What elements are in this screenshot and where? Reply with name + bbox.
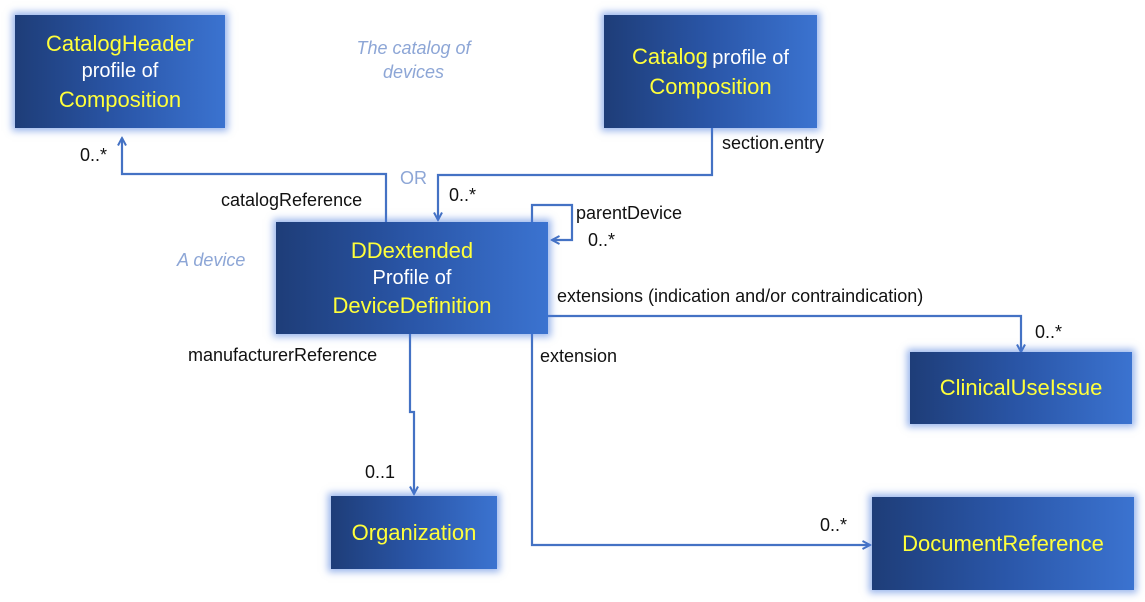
catalog-of-devices-note-line2: devices	[382, 62, 445, 83]
catalog-base: Composition	[649, 73, 772, 99]
catalog-title-line: Catalog profile of	[632, 42, 789, 71]
catalog-reference-label: catalogReference	[221, 190, 363, 210]
catalog-reference-connector	[122, 138, 388, 222]
extension-connector	[530, 334, 870, 545]
clinical-use-issue-name: ClinicalUseIssue	[939, 375, 1103, 401]
ddextended-relation: Profile of	[372, 266, 452, 289]
catalog-box: Catalog profile of Composition	[604, 15, 817, 128]
clinical-use-issue-box: ClinicalUseIssue	[910, 352, 1132, 424]
parent-device-connector	[530, 203, 574, 240]
manufacturer-reference-connector	[408, 334, 414, 494]
ddextended-name: DDextended	[350, 237, 474, 263]
catalog-header-name: CatalogHeader	[46, 31, 194, 57]
ddextended-base: DeviceDefinition	[332, 293, 492, 319]
catalog-header-base: Composition	[58, 86, 182, 112]
or-note: OR	[400, 168, 427, 188]
organization-name: Organization	[351, 519, 477, 545]
organization-box: Organization	[331, 496, 497, 569]
section-entry-connector	[438, 128, 714, 220]
catalog-header-relation: profile of	[81, 60, 159, 83]
catalog-relation: profile of	[712, 47, 789, 70]
manufacturer-reference-label: manufacturerReference	[188, 345, 378, 365]
parent-device-label: parentDevice	[576, 203, 683, 223]
catalog-header-box: CatalogHeader profile of Composition	[15, 15, 225, 128]
clinical-use-issue-cardinality: 0..*	[1035, 322, 1063, 342]
document-reference-cardinality: 0..*	[820, 515, 848, 535]
catalog-name: Catalog	[631, 44, 708, 70]
document-reference-name: DocumentReference	[902, 530, 1104, 556]
catalog-entry-cardinality: 0..*	[449, 185, 477, 205]
extension-label: extension	[540, 346, 618, 366]
catalog-of-devices-note: The catalog of devices	[336, 36, 491, 85]
extensions-label: extensions (indication and/or contraindi…	[557, 286, 924, 306]
section-entry-label: section.entry	[722, 133, 825, 153]
catalog-of-devices-note-line1: The catalog of	[356, 38, 471, 58]
catalog-header-cardinality: 0..*	[80, 145, 108, 165]
organization-cardinality: 0..1	[365, 462, 396, 482]
parent-device-cardinality: 0..*	[588, 230, 616, 250]
extensions-connector	[548, 314, 1021, 352]
ddextended-box: DDextended Profile of DeviceDefinition	[276, 222, 548, 334]
a-device-note: A device	[177, 250, 246, 270]
document-reference-box: DocumentReference	[872, 497, 1134, 590]
